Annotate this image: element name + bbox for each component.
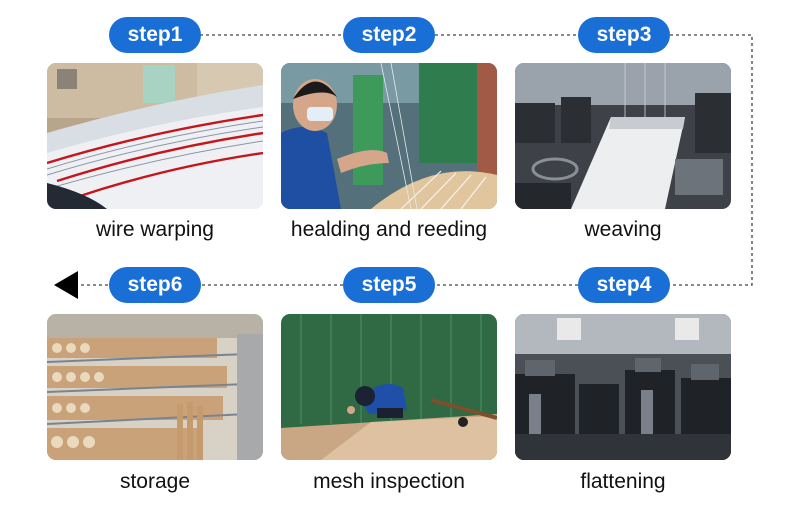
step3-badge: step3	[578, 17, 670, 53]
healding-reeding-photo	[281, 63, 497, 209]
step5-badge: step5	[343, 267, 435, 303]
step6-caption: storage	[119, 470, 191, 493]
step1-badge: step1	[109, 17, 201, 53]
step3-caption: weaving	[584, 218, 662, 241]
mesh-inspection-photo	[281, 314, 497, 460]
connector-step3-step4	[670, 34, 753, 286]
weaving-photo	[515, 63, 731, 209]
wire-warping-photo	[47, 63, 263, 209]
step1-caption: wire warping	[96, 218, 214, 241]
step2-caption: healding and reeding	[290, 218, 488, 241]
flattening-photo	[515, 314, 731, 460]
step4-badge: step4	[578, 267, 670, 303]
step2-badge: step2	[343, 17, 435, 53]
step6-badge: step6	[109, 267, 201, 303]
arrow-left-icon	[54, 271, 78, 299]
storage-photo	[47, 314, 263, 460]
step4-caption: flattening	[580, 470, 666, 493]
step5-caption: mesh inspection	[313, 470, 465, 493]
